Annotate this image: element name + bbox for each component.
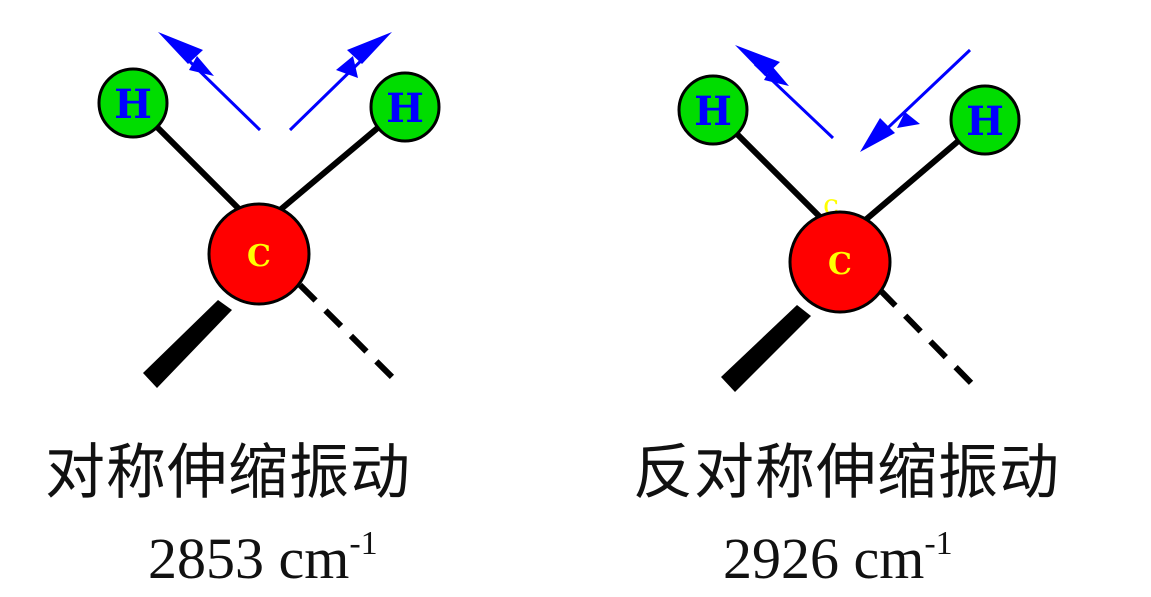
asymmetric-stretch-diagram: c C H H bbox=[677, 45, 1021, 395]
carbon-atom bbox=[207, 202, 311, 306]
carbon-atom bbox=[788, 210, 892, 314]
asymmetric-stretch-wavenumber: 2926 cm-1 bbox=[723, 526, 953, 588]
motion-arrow-right bbox=[288, 32, 392, 132]
symmetric-stretch-wavenumber: 2853 cm-1 bbox=[148, 526, 378, 588]
symmetric-stretch-title: 对称伸缩振动 bbox=[45, 438, 411, 508]
hydrogen-label-right: H bbox=[386, 85, 424, 132]
wavenumber-exponent: -1 bbox=[924, 524, 953, 562]
hydrogen-atom-left bbox=[97, 67, 169, 139]
symmetric-stretch-diagram: C H H bbox=[97, 32, 441, 388]
wavenumber-value: 2926 bbox=[723, 526, 839, 591]
hydrogen-atom-right bbox=[949, 84, 1021, 156]
asymmetric-stretch-title: 反对称伸缩振动 bbox=[633, 438, 1060, 508]
wavenumber-unit: cm bbox=[278, 526, 350, 591]
hydrogen-atom-right bbox=[369, 71, 441, 143]
hydrogen-label-right: H bbox=[966, 98, 1004, 145]
hydrogen-atom-left bbox=[677, 74, 749, 146]
wavenumber-value: 2853 bbox=[148, 526, 264, 591]
hydrogen-label-left: H bbox=[114, 81, 152, 128]
wedge-bond bbox=[143, 300, 232, 388]
motion-arrow-left bbox=[158, 32, 262, 132]
motion-arrow-right bbox=[860, 48, 972, 152]
wavenumber-unit: cm bbox=[853, 526, 925, 591]
hydrogen-label-left: H bbox=[694, 88, 732, 135]
symmetric-stretch-panel: C H H 对称伸缩振动 2853 cm-1 bbox=[0, 0, 560, 597]
carbon-label: C bbox=[247, 239, 271, 274]
dashed-bond bbox=[297, 282, 403, 388]
wedge-bond bbox=[721, 305, 811, 392]
wavenumber-exponent: -1 bbox=[349, 524, 378, 562]
dashed-bond bbox=[877, 287, 983, 395]
motion-arrow-left bbox=[735, 45, 835, 140]
carbon-label: C bbox=[828, 247, 852, 282]
asymmetric-stretch-panel: c C H H 反对称伸缩振动 2926 cm-1 bbox=[575, 0, 1151, 597]
